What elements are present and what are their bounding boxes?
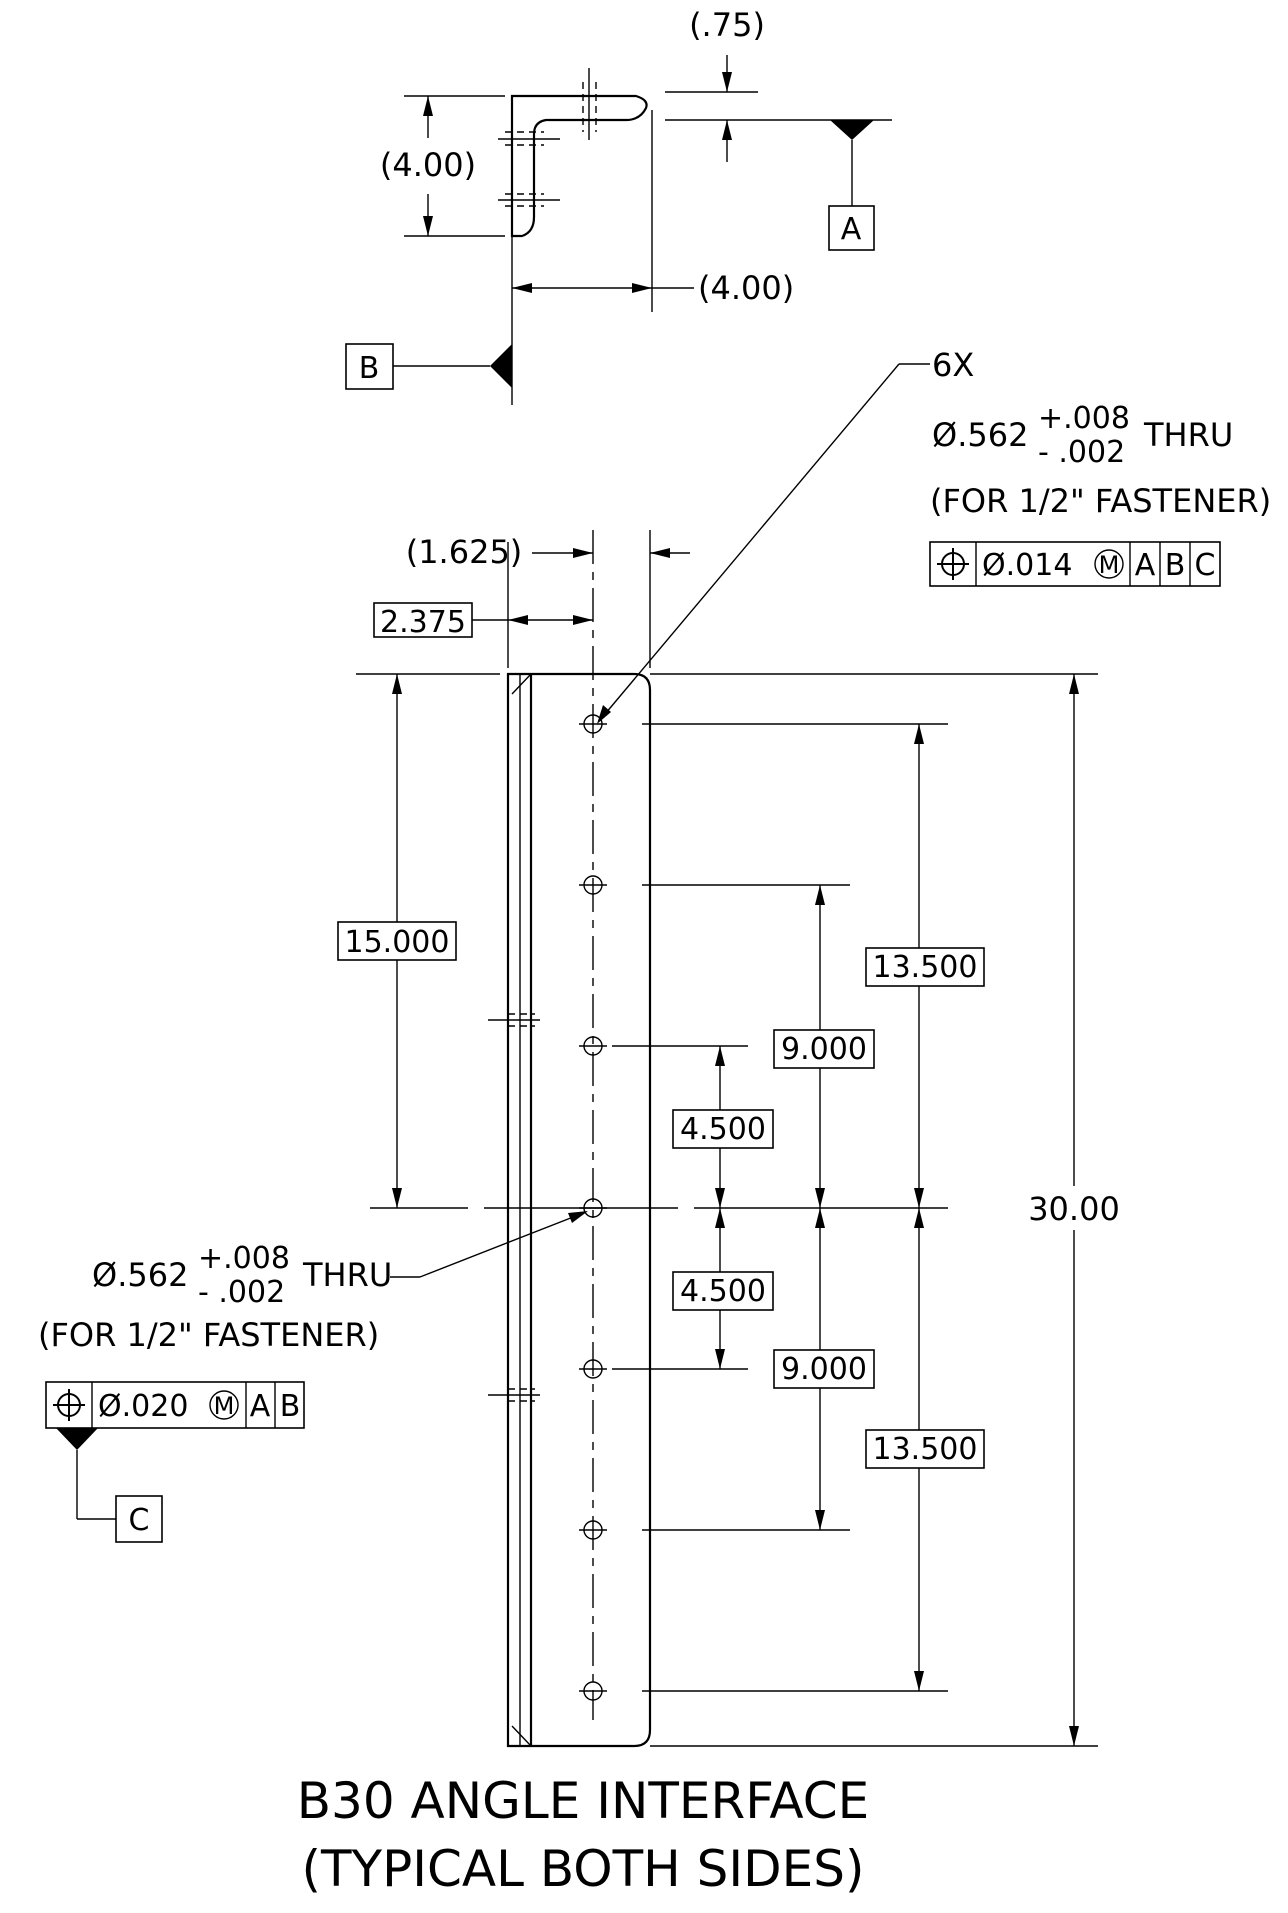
upper-middle-dim: 9.000 (781, 1032, 867, 1067)
angle-profile-view: (.75) A (4.00) (4.00) B (345, 6, 892, 405)
angle-profile-outline (510, 94, 648, 238)
fcf-top-datum-a: A (1135, 548, 1156, 583)
hole-tol-minus: - .002 (1038, 435, 1125, 470)
datum-b-box (345, 343, 394, 390)
lower-inner-box (672, 1271, 774, 1311)
datum-a-box (828, 205, 875, 251)
lower-middle-box (773, 1349, 875, 1389)
drawing-title: B30 ANGLE INTERFACE (TYPICAL BOTH SIDES) (297, 1772, 870, 1898)
datum-c-triangle (56, 1428, 98, 1450)
fcf-center-datum-b: B (280, 1389, 301, 1424)
six-hole-callout: 6X Ø.562 +.008 - .002 THRU (FOR 1/2" FAS… (597, 346, 1271, 724)
position-icon (53, 1389, 85, 1421)
half-length-dim: 15.000 (345, 925, 450, 960)
datum-c-box (115, 1495, 163, 1543)
half-length-box (337, 921, 457, 961)
datum-b-label: B (359, 351, 380, 386)
upper-inner-dim: 4.500 (680, 1112, 766, 1147)
fcf-center-datum-a: A (250, 1389, 271, 1424)
upper-inner-box (672, 1109, 774, 1149)
edge-offset-box (373, 602, 473, 638)
datum-a-triangle (830, 120, 874, 140)
position-icon (937, 548, 969, 580)
title-line-2: (TYPICAL BOTH SIDES) (302, 1840, 865, 1898)
hole-offset-dim: (1.625) (406, 533, 523, 571)
upper-outer-box (865, 947, 985, 987)
fcf-top-datum-b: B (1165, 548, 1186, 583)
fcf-top-tolerance: Ø.014 (982, 548, 1072, 583)
flange-thickness-dim: (.75) (689, 6, 765, 44)
total-length-dim: 30.00 (1028, 1190, 1120, 1228)
feature-control-frame-top: Ø.014 M A B C (929, 541, 1221, 587)
feature-control-frame-center: Ø.020 M A B (45, 1381, 305, 1429)
angle-front-view: (1.625) 2.375 15.000 13.500 9.000 (337, 530, 1120, 1748)
hole-diameter: Ø.562 (932, 416, 1028, 454)
upper-middle-box (773, 1029, 875, 1069)
hole-count: 6X (932, 346, 974, 384)
center-hole-note: (FOR 1/2" FASTENER) (38, 1316, 379, 1354)
upper-outer-dim: 13.500 (873, 950, 978, 985)
lower-outer-box (865, 1429, 985, 1469)
lower-inner-dim: 4.500 (680, 1274, 766, 1309)
center-hole-tol-minus: - .002 (198, 1275, 285, 1310)
datum-a-label: A (841, 212, 862, 247)
fcf-top-datum-c: C (1195, 548, 1216, 583)
fcf-center-tolerance: Ø.020 (98, 1389, 188, 1424)
center-hole-callout: Ø.562 +.008 - .002 THRU (FOR 1/2" FASTEN… (38, 1211, 588, 1543)
mmc-icon (1094, 549, 1124, 579)
lower-middle-dim: 9.000 (781, 1352, 867, 1387)
hole-thru: THRU (1143, 416, 1233, 454)
hole-tol-plus: +.008 (1038, 401, 1130, 436)
center-hole-tol-plus: +.008 (198, 1241, 290, 1276)
horizontal-leg-dim: (4.00) (698, 269, 794, 307)
fcf-top-modifier: M (1099, 551, 1120, 579)
lower-outer-dim: 13.500 (873, 1432, 978, 1467)
center-hole-diameter: Ø.562 (92, 1256, 188, 1294)
edge-offset-dim: 2.375 (380, 605, 466, 640)
vertical-leg-dim: (4.00) (380, 146, 476, 184)
datum-b-triangle (490, 344, 512, 388)
front-outline (506, 672, 652, 1748)
mmc-icon (209, 1390, 239, 1420)
title-line-1: B30 ANGLE INTERFACE (297, 1772, 870, 1830)
fcf-center-modifier: M (214, 1392, 235, 1420)
center-hole-thru: THRU (302, 1256, 392, 1294)
datum-c-label: C (129, 1503, 150, 1538)
hole-note: (FOR 1/2" FASTENER) (930, 482, 1271, 520)
